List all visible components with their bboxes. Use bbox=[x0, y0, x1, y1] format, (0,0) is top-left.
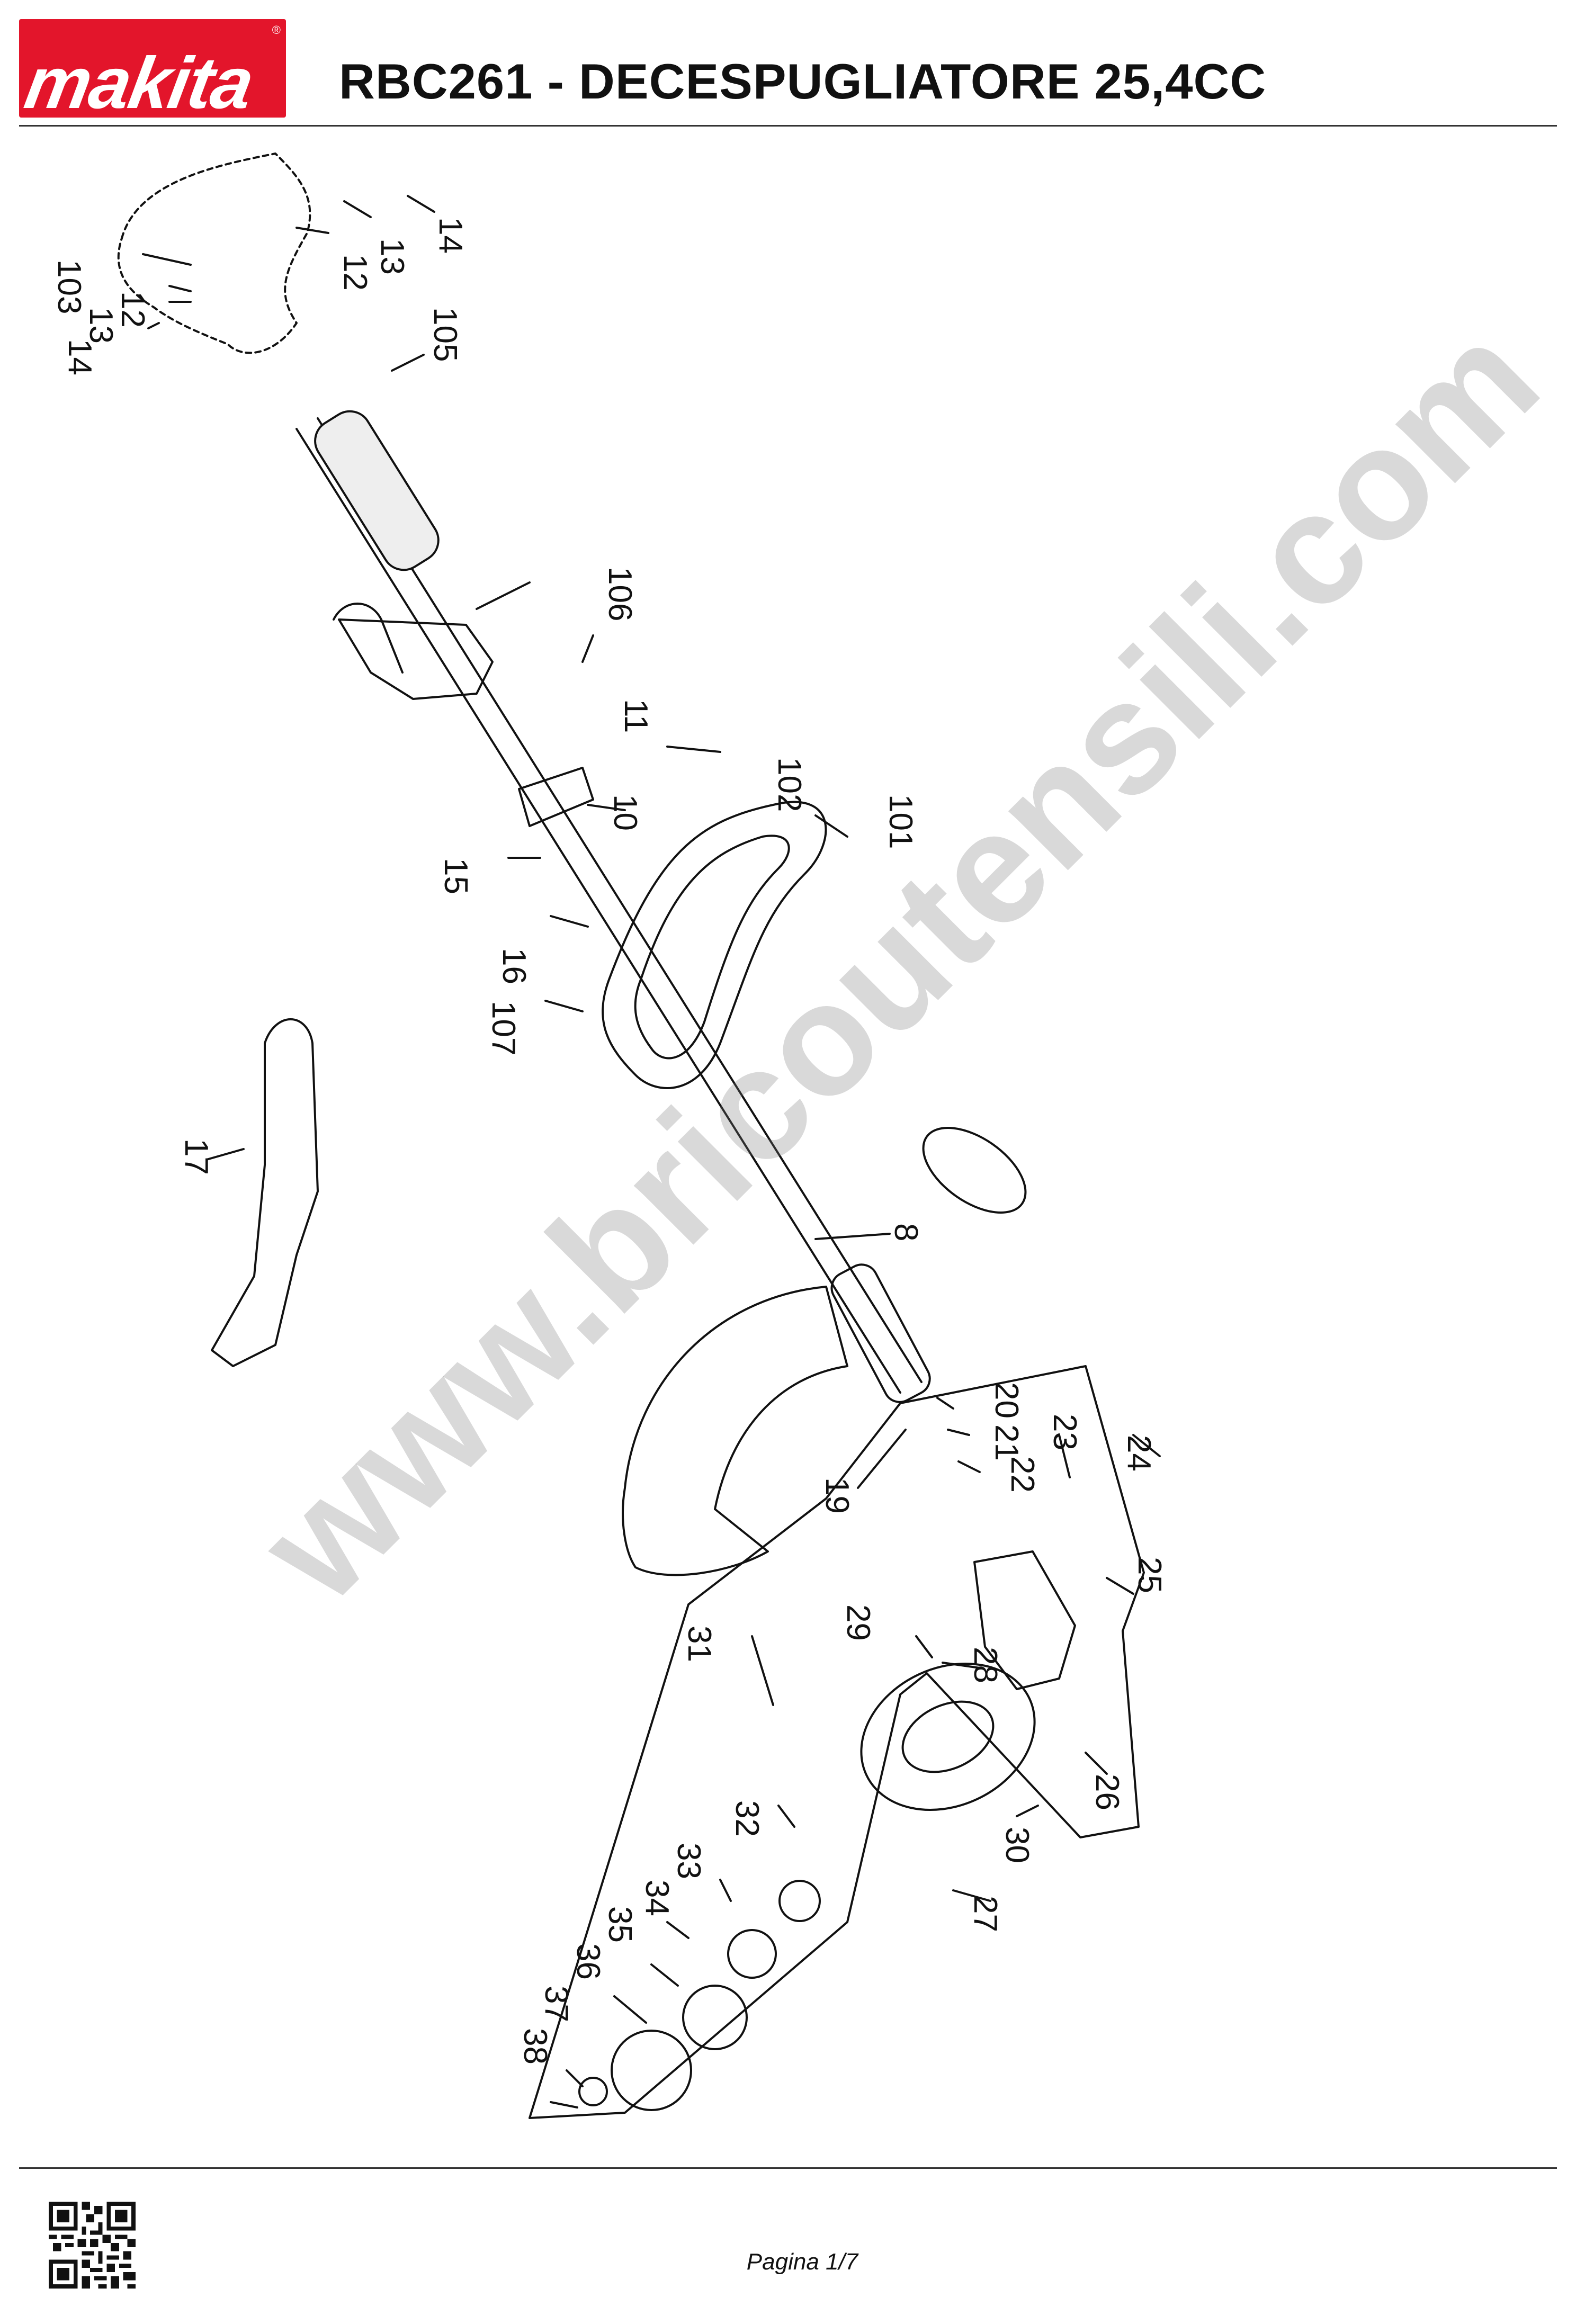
shaft-label-sticker bbox=[922, 1127, 1027, 1214]
callout-label: 29 bbox=[840, 1604, 876, 1641]
callout-label: 28 bbox=[967, 1647, 1004, 1683]
page-title: RBC261 - DECESPUGLIATORE 25,4CC bbox=[339, 53, 1267, 109]
leader-lines bbox=[142, 195, 1161, 2108]
loop-handle bbox=[602, 801, 827, 1089]
throttle-lever bbox=[333, 603, 404, 674]
callout-label: 8 bbox=[888, 1223, 924, 1241]
callout-label: 37 bbox=[538, 1986, 575, 2022]
main-shaft bbox=[296, 417, 923, 1394]
callout-label: 102 bbox=[771, 757, 808, 812]
shaft-clamp bbox=[518, 767, 594, 827]
callout-label: 33 bbox=[670, 1843, 707, 1879]
callout-label: 15 bbox=[437, 858, 474, 894]
registered-mark-icon: ® bbox=[272, 23, 281, 37]
exploded-parts-diagram: 14 13 12 103 12 13 14 105 106 11 102 10 … bbox=[0, 132, 1576, 2160]
page-header: makita ® RBC261 - DECESPUGLIATORE 25,4CC bbox=[0, 0, 1576, 127]
callout-label: 12 bbox=[114, 291, 151, 328]
footer-divider bbox=[19, 2167, 1557, 2169]
logo-wordmark: makita bbox=[19, 42, 259, 118]
protector-disc bbox=[860, 1663, 1036, 1811]
callout-label: 103 bbox=[51, 259, 87, 314]
callout-label: 30 bbox=[999, 1827, 1035, 1863]
callout-label: 19 bbox=[819, 1477, 855, 1514]
lock-nut bbox=[578, 2077, 608, 2106]
callout-label: 31 bbox=[681, 1626, 718, 1662]
callout-label: 17 bbox=[178, 1138, 214, 1175]
callout-label: 22 bbox=[1004, 1456, 1041, 1493]
page-number: Pagina 1/7 bbox=[746, 2249, 858, 2275]
callout-label: 36 bbox=[570, 1943, 606, 1980]
callout-label: 20 bbox=[988, 1382, 1025, 1419]
shoulder-strap bbox=[211, 1018, 319, 1367]
callout-label: 34 bbox=[639, 1880, 675, 1916]
callout-label: 24 bbox=[1121, 1435, 1157, 1471]
callout-label: 25 bbox=[1131, 1557, 1168, 1593]
header-divider bbox=[19, 125, 1557, 127]
throttle-body bbox=[338, 618, 494, 700]
makita-logo: makita ® bbox=[19, 19, 286, 118]
gear-head-enclosure bbox=[529, 1365, 1145, 2119]
callout-label: 105 bbox=[427, 307, 463, 362]
callout-label: 38 bbox=[517, 2028, 553, 2065]
throttle-grip bbox=[314, 410, 440, 571]
gear-case bbox=[973, 1550, 1076, 1690]
callout-label: 13 bbox=[374, 238, 410, 275]
callout-label: 11 bbox=[617, 699, 654, 733]
callout-label: 32 bbox=[729, 1800, 765, 1837]
blade-holder bbox=[682, 1985, 748, 2050]
protector-disc-inner bbox=[901, 1700, 995, 1773]
qr-code-icon bbox=[49, 2202, 136, 2289]
callout-label: 27 bbox=[967, 1896, 1004, 1932]
bearing bbox=[778, 1880, 821, 1922]
loop-handle-inner bbox=[634, 835, 790, 1060]
callout-label: 23 bbox=[1046, 1414, 1083, 1450]
callout-label: 35 bbox=[602, 1906, 638, 1943]
callout-label: 21 bbox=[988, 1424, 1025, 1461]
callout-label: 13 bbox=[83, 307, 119, 344]
callout-label: 16 bbox=[496, 948, 532, 984]
callout-label: 101 bbox=[882, 794, 919, 849]
callout-label: 14 bbox=[61, 339, 98, 375]
blade-guard bbox=[622, 1286, 848, 1576]
cup-washer bbox=[611, 2030, 692, 2111]
callout-label: 106 bbox=[602, 567, 638, 621]
drive-shaft-tube bbox=[830, 1263, 931, 1403]
callout-label: 10 bbox=[607, 794, 643, 831]
callout-label: 107 bbox=[485, 1001, 522, 1055]
callout-label: 26 bbox=[1089, 1774, 1125, 1810]
engine-outline bbox=[117, 152, 311, 354]
ring-washer bbox=[727, 1929, 777, 1979]
callout-label: 12 bbox=[337, 254, 373, 291]
callout-label: 14 bbox=[432, 217, 469, 254]
